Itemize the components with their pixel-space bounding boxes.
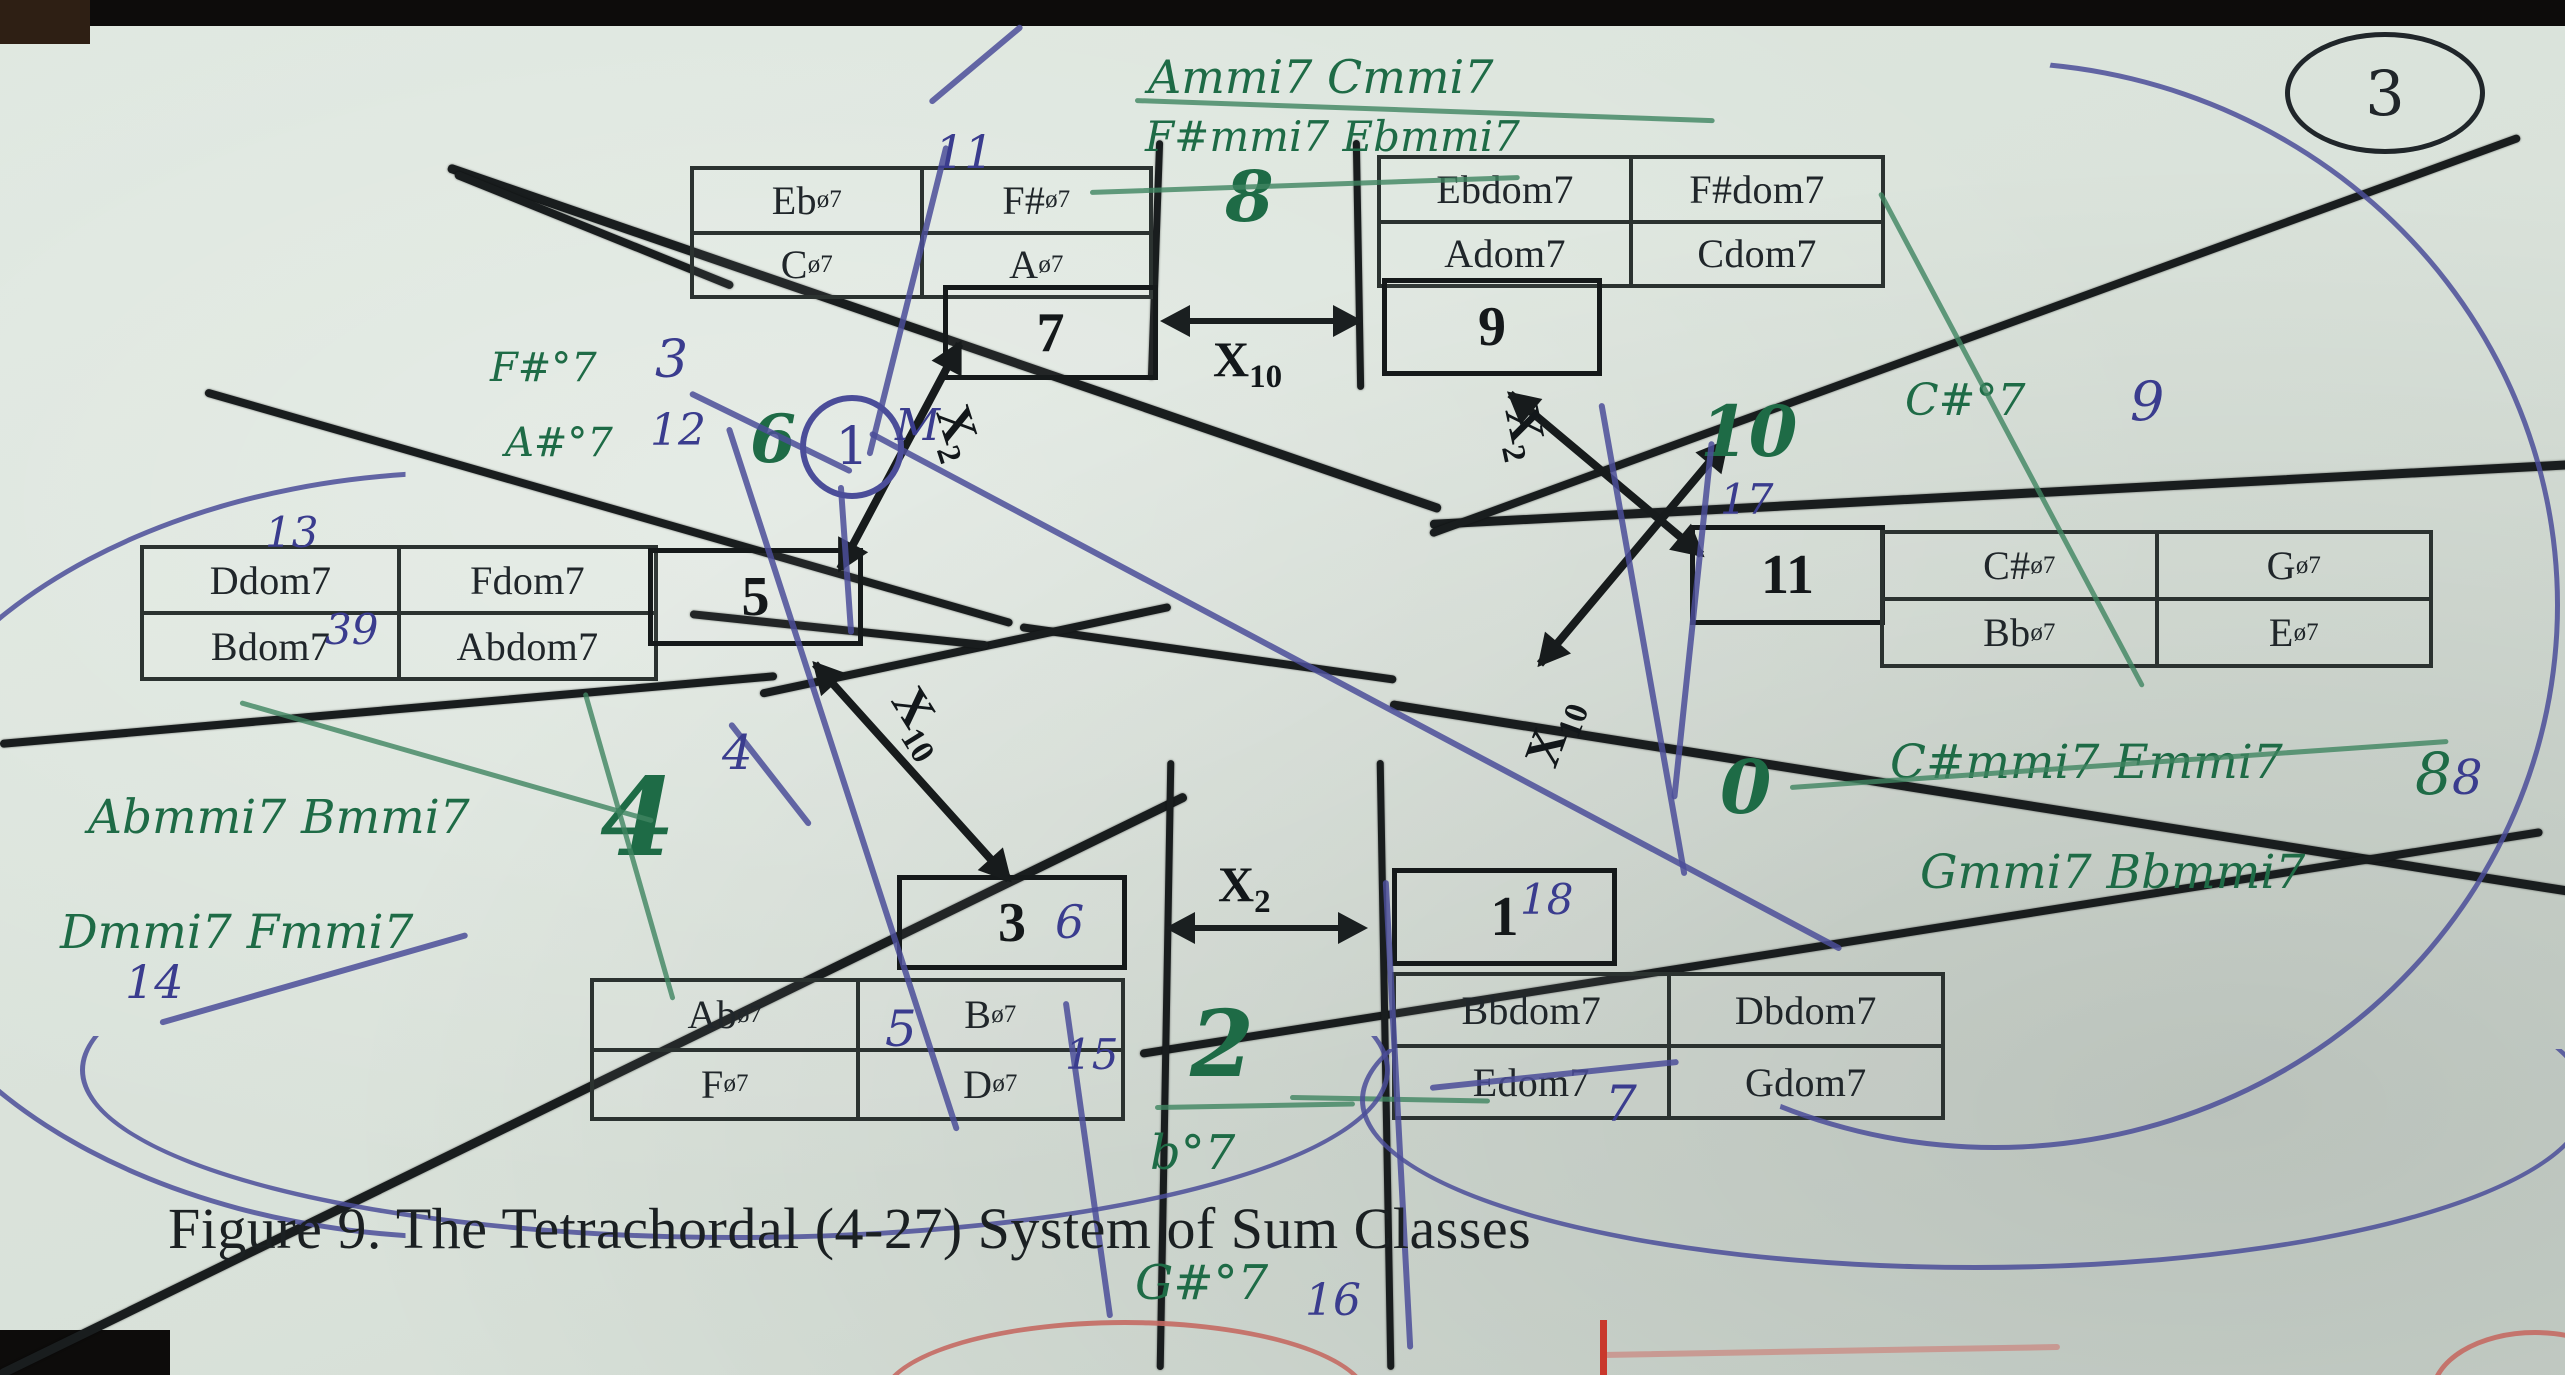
arrow-head-left-3-1 [1165, 912, 1195, 944]
arrow-line-7-9 [1185, 318, 1335, 324]
blue-number-4: 4 [722, 725, 753, 781]
blue-number-12: 12 [650, 405, 706, 456]
interval-label-x10-top: X10 [1213, 331, 1283, 395]
green-text-top-minor7-row1: Ammi7 Cmmi7 [1148, 50, 1494, 104]
green-number-8-top: 8 [1225, 155, 1274, 238]
desk-background-top-left [0, 0, 90, 44]
table-row: Adom7 Cdom7 [1381, 219, 1881, 284]
blue-number-9: 9 [2130, 370, 2165, 433]
blue-stroke-diag-3 [868, 430, 1843, 953]
blue-number-39: 39 [325, 605, 379, 654]
green-text-top-minor7-row2: F#mmi7 Ebmmi7 [1145, 112, 1520, 161]
blue-circle-one: 1 [800, 395, 904, 499]
blue-number-15: 15 [1065, 1030, 1119, 1079]
chord-cell: Bbdom7 [1461, 987, 1602, 1033]
page-number-circled: 3 [2285, 32, 2485, 154]
chord-cell: Adom7 [1444, 231, 1566, 277]
sum-class-number-7: 7 [943, 285, 1158, 380]
green-number-10-right: 10 [1700, 390, 1798, 473]
table-row: Ebdom7 F#dom7 [1381, 159, 1881, 220]
blue-stroke-circle-tail [837, 484, 855, 635]
chord-cell: Ebdom7 [1436, 166, 1574, 212]
sum-class-number-9: 9 [1382, 278, 1602, 376]
sum-class-number-11: 11 [1690, 525, 1885, 625]
sum-class-number-1: 1 [1392, 868, 1617, 966]
green-number-0-right: 0 [1720, 745, 1772, 831]
blue-number-6: 6 [1055, 895, 1085, 949]
arrow-head-right-7-9 [1333, 305, 1363, 337]
arrow-head-right-3-1 [1338, 912, 1368, 944]
arrow-head-left-7-9 [1160, 305, 1190, 337]
interval-label-x2-bottom: X2 [1218, 856, 1271, 920]
desk-background-top [0, 0, 2565, 26]
blue-number-5: 5 [885, 1000, 917, 1058]
green-text-dim-A-sharp: A#°7 [505, 420, 613, 466]
red-vertical-mark [1600, 1320, 1607, 1375]
blue-number-14: 14 [125, 955, 184, 1009]
green-text-dim-G-sharp: G#°7 [1135, 1255, 1269, 1311]
blue-stroke-diag-7 [1671, 440, 1715, 800]
blue-number-17: 17 [1720, 475, 1774, 524]
blue-number-11: 11 [935, 125, 994, 179]
blue-number-3: 3 [655, 330, 689, 390]
blue-number-16: 16 [1305, 1275, 1361, 1326]
blue-stroke-diag-6 [1598, 402, 1688, 877]
chord-cell: F#dom7 [1629, 159, 1881, 220]
chord-cell: Cdom7 [1629, 223, 1881, 284]
green-text-dim-F-sharp: F#°7 [490, 345, 597, 391]
blue-stroke-short-5 [928, 23, 1024, 106]
blue-number-7: 7 [1605, 1075, 1637, 1133]
blue-number-8-right: 8 [2452, 750, 2483, 806]
chord-cell: Abdom7 [397, 615, 654, 677]
blue-number-18: 18 [1520, 875, 1574, 924]
figure-caption: Figure 9. The Tetrachordal (4-27) System… [168, 1196, 1532, 1261]
arrow-line-3-1 [1190, 925, 1340, 931]
blue-number-13: 13 [265, 508, 319, 557]
blue-curve-right-large [1769, 60, 2560, 1150]
chord-cell: F#ø7 [919, 170, 1150, 231]
blue-number-M: M [895, 400, 941, 451]
